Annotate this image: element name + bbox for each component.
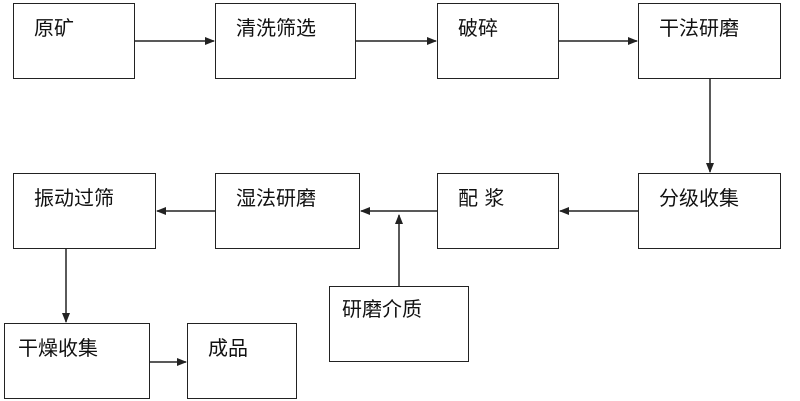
box-vibrating-screening: 振动过筛 [13, 173, 156, 249]
box-label: 原矿 [34, 16, 74, 40]
box-label: 配 浆 [458, 186, 505, 210]
box-label: 清洗筛选 [236, 16, 316, 40]
box-dry-grinding: 干法研磨 [638, 3, 781, 79]
box-label: 破碎 [458, 16, 498, 40]
box-crushing: 破碎 [437, 3, 559, 79]
box-label: 干法研磨 [659, 16, 739, 40]
box-grinding-media: 研磨介质 [329, 286, 469, 362]
box-label: 振动过筛 [34, 186, 114, 210]
box-slurry-preparation: 配 浆 [437, 173, 559, 249]
box-label: 成品 [208, 336, 248, 360]
box-label: 干燥收集 [18, 336, 98, 360]
box-label: 分级收集 [659, 186, 739, 210]
box-label: 研磨介质 [342, 297, 422, 321]
box-washing-screening: 清洗筛选 [215, 3, 356, 79]
box-label: 湿法研磨 [236, 186, 316, 210]
box-drying-collection: 干燥收集 [4, 323, 150, 399]
box-finished-product: 成品 [187, 323, 297, 399]
box-classification-collection: 分级收集 [638, 173, 781, 249]
box-raw-ore: 原矿 [13, 3, 135, 79]
box-wet-grinding: 湿法研磨 [215, 173, 360, 249]
